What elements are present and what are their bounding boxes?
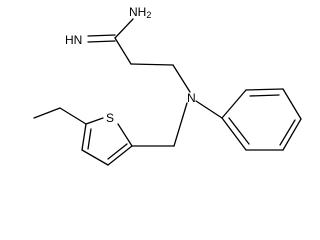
bond-n-ch2 — [173, 102, 188, 147]
bond-ethyl-ch2-ch3 — [33, 107, 61, 119]
bond-thiophene-c3-c2 — [107, 145, 133, 166]
atom-label-n: N — [187, 91, 196, 105]
atom-label-nh2-subscript: 2 — [146, 10, 151, 20]
bond-phenyl-inner-2-3 — [249, 94, 280, 97]
bond-thiophene-c3-c2-inner — [107, 143, 128, 160]
bond-amidine-c-n-imine-2 — [87, 40, 116, 43]
bond-phenyl-6-1 — [221, 117, 247, 151]
bond-phenyl-3-4 — [282, 88, 302, 120]
atom-label-s: S — [106, 111, 114, 125]
bonds — [33, 18, 302, 166]
bond-thiophene-c5-c4 — [81, 123, 87, 151]
bond-thiophene-c2-s — [117, 123, 133, 147]
bond-amidine-c-ch2 — [114, 37, 132, 65]
bond-phenyl-inner-4-5 — [279, 119, 296, 146]
atom-labels: NH2 HN N S — [65, 5, 196, 125]
bond-ch2-ch2 — [130, 63, 174, 66]
bond-phenyl-2-3 — [245, 88, 284, 91]
atom-label-nh2-main: NH — [129, 5, 146, 19]
bond-thiophene-c5-c4-inner — [87, 128, 92, 150]
bond-n-phenyl — [195, 100, 223, 119]
chemical-structure: NH2 HN N S — [33, 5, 302, 166]
bond-phenyl-1-2 — [221, 89, 247, 119]
atom-label-hn: HN — [65, 33, 82, 47]
bond-phenyl-inner-6-1 — [228, 117, 250, 145]
bond-thiophene-s-c5 — [85, 117, 104, 125]
bond-ch2-n — [172, 64, 191, 93]
bond-c5-ch2-ethyl — [59, 107, 87, 125]
bond-thiophene-c4-c3 — [81, 149, 109, 166]
bond-amidine-c-n-imine-1 — [87, 34, 116, 37]
atom-label-nh2: NH2 — [129, 5, 151, 20]
bond-phenyl-4-5 — [282, 118, 302, 151]
bond-amidine-c-nh2 — [114, 18, 134, 39]
